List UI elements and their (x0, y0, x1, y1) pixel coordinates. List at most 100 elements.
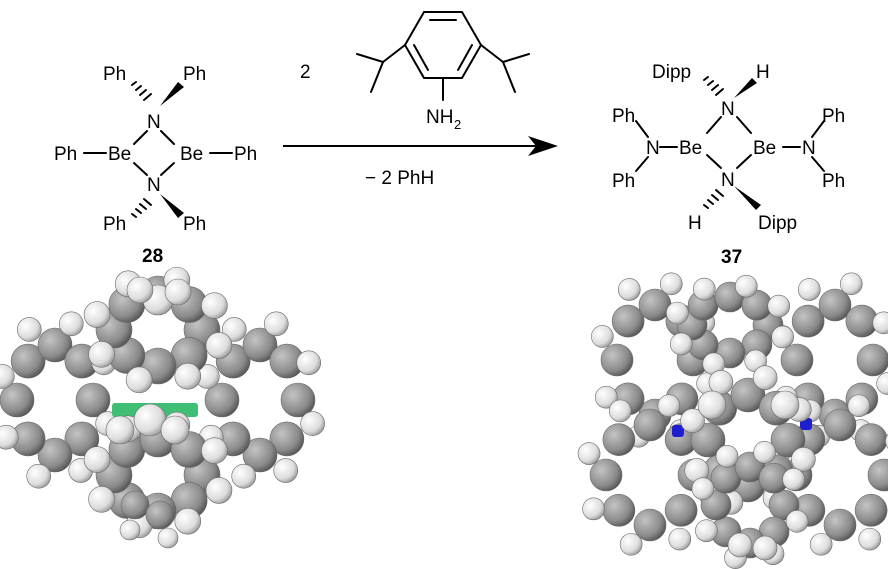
hydrogen-atom-sphere (727, 532, 753, 558)
hydrogen-atom-sphere (847, 394, 871, 418)
hydrogen-atom-sphere (695, 519, 718, 543)
hydrogen-atom-sphere (797, 278, 821, 301)
solid-wedge-bond (734, 186, 761, 210)
carbon-atom-sphere (730, 377, 766, 413)
carbon-atom-sphere (854, 423, 888, 456)
hydrogen-atom-sphere (767, 294, 791, 318)
hashed-wedge-bond (131, 81, 152, 101)
hydrogen-label: H (688, 213, 702, 234)
hashed-wedge-bond (131, 198, 152, 218)
hydrogen-atom-sphere (88, 341, 115, 368)
phenyl-label: Ph (183, 64, 206, 85)
phenyl-label: Ph (822, 171, 845, 192)
hydrogen-atom-sphere (16, 317, 42, 342)
hydrogen-atom-sphere (771, 325, 794, 349)
solid-wedge-bond (734, 78, 757, 98)
hydrogen-atom-sphere (221, 317, 247, 342)
hydrogen-atom-sphere (697, 390, 727, 420)
reagent-structure: 2 NH 2 (300, 11, 530, 132)
hydrogen-atom-sphere (770, 390, 800, 420)
hydrogen-atom-sphere (201, 292, 228, 319)
carbon-atom-sphere (791, 304, 825, 338)
dipp-label: Dipp (652, 62, 691, 83)
hydrogen-atom-sphere (791, 446, 816, 472)
phenyl-label: Ph (612, 106, 635, 127)
carbon-atom-sphere (602, 494, 636, 527)
hydrogen-atom-sphere (88, 486, 115, 513)
phenyl-label: Ph (103, 64, 126, 85)
carbon-atom-sphere (600, 343, 634, 377)
carbon-atom-sphere (37, 437, 73, 473)
compound-37-structure: Dipp H N Ph N Be Ph Be N Ph Ph N H Dipp … (612, 62, 845, 268)
carbon-atom-sphere (10, 343, 46, 379)
phenyl-label: Ph (54, 144, 77, 165)
nitrogen-label: N (147, 175, 161, 196)
beryllium-label: Be (679, 138, 702, 159)
reaction-arrow (283, 136, 558, 156)
compound-number: 37 (721, 247, 742, 268)
nitrogen-label: N (802, 138, 816, 159)
hydrogen-atom-sphere (263, 311, 289, 337)
nitrogen-label: N (721, 99, 735, 120)
hydrogen-atom-sphere (157, 527, 179, 549)
hydrogen-atom-sphere (659, 272, 683, 296)
hydrogen-atom-sphere (858, 527, 882, 551)
hydrogen-atom-sphere (164, 278, 192, 306)
amine-subscript: 2 (454, 117, 461, 132)
hydrogen-atom-sphere (125, 366, 153, 394)
hydrogen-atom-sphere (296, 350, 322, 376)
carbon-atom-sphere (633, 408, 667, 442)
hydrogen-atom-sphere (231, 463, 257, 489)
nitrogen-atom-patch (672, 425, 684, 437)
carbon-atom-sphere (633, 508, 667, 542)
hydrogen-atom-sphere (591, 325, 614, 348)
carbon-atom-sphere (818, 288, 852, 322)
hashed-wedge-bond (703, 189, 724, 209)
hydrogen-atom-sphere (752, 365, 778, 390)
hydrogen-atom-sphere (782, 467, 805, 491)
carbon-atom-sphere (867, 458, 888, 492)
beryllium-label: Be (180, 144, 203, 165)
carbon-atom-sphere (823, 508, 857, 542)
stoichiometric-coefficient: 2 (300, 62, 311, 83)
byproduct-label: − 2 PhH (365, 168, 434, 189)
hashed-wedge-bond (703, 76, 724, 96)
hydrogen-atom-sphere (715, 444, 739, 468)
carbon-atom-sphere (0, 382, 35, 418)
hydrogen-atom-sphere (608, 399, 632, 423)
hydrogen-atom-sphere (26, 463, 52, 489)
hydrogen-atom-sphere (160, 415, 190, 445)
hydrogen-atom-sphere (205, 477, 233, 504)
carbon-atom-sphere (856, 343, 888, 377)
carbon-atom-sphere (854, 494, 888, 527)
phenyl-label: Ph (234, 144, 257, 165)
hydrogen-atom-sphere (174, 362, 202, 390)
nitrogen-label: N (646, 138, 660, 159)
solid-wedge-bond (160, 194, 184, 218)
hydrogen-atom-sphere (872, 311, 888, 335)
compound-28-structure: Ph Ph N Ph Be Be Ph N Ph Ph 28 (54, 64, 257, 267)
phenyl-label: Ph (612, 171, 635, 192)
carbon-atom-sphere (602, 423, 636, 456)
hydrogen-atom-sphere (657, 394, 681, 418)
nitrogen-label: N (147, 112, 161, 133)
hydrogen-atom-sphere (201, 437, 228, 464)
hydrogen-atom-sphere (680, 408, 705, 434)
hydrogen-atom-sphere (666, 301, 689, 325)
hydrogen-atom-sphere (273, 458, 299, 483)
hydrogen-atom-sphere (119, 519, 141, 541)
hydrogen-atom-sphere (669, 332, 693, 356)
carbon-atom-sphere (611, 304, 645, 338)
hydrogen-atom-sphere (785, 509, 809, 533)
hydrogen-atom-sphere (809, 532, 833, 556)
hydrogen-atom-sphere (582, 497, 605, 521)
hydrogen-atom-sphere (752, 535, 778, 561)
hydrogen-atom-sphere (692, 277, 716, 301)
carbon-atom-sphere (589, 458, 623, 492)
hydrogen-atom-sphere (753, 441, 776, 464)
hydrogen-atom-sphere (594, 385, 618, 409)
carbon-atom-sphere (64, 421, 100, 457)
carbon-atom-sphere (269, 421, 305, 457)
hydrogen-atom-sphere (126, 276, 154, 304)
beryllium-label: Be (108, 144, 131, 165)
